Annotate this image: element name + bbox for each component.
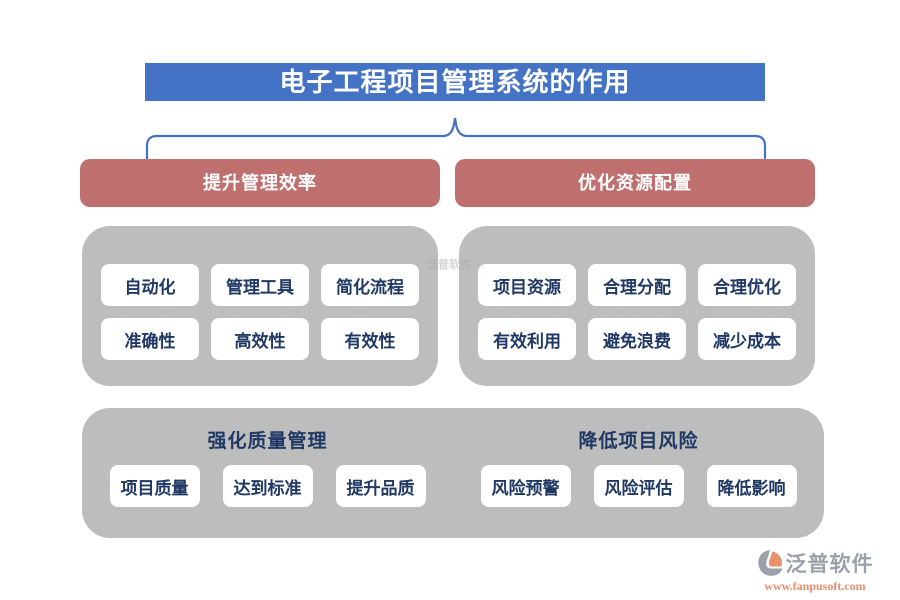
footer-brand: 泛普软件 www.fanpusoft.com <box>740 548 890 594</box>
branch-box-resources: 项目资源 合理分配 合理优化 有效利用 避免浪费 减少成本 <box>459 226 815 386</box>
feature-pill: 有效利用 <box>478 318 576 360</box>
branch-header-resources: 优化资源配置 <box>455 159 815 207</box>
feature-pill: 准确性 <box>101 318 199 360</box>
feature-pill: 简化流程 <box>321 264 419 306</box>
page-title: 电子工程项目管理系统的作用 <box>145 63 765 101</box>
feature-pill: 达到标准 <box>222 465 313 507</box>
brand-name: 泛普软件 <box>785 553 874 576</box>
feature-pill: 提升品质 <box>335 465 426 507</box>
feature-pill: 降低影响 <box>706 465 797 507</box>
pill-row: 自动化 管理工具 简化流程 <box>82 264 438 306</box>
brace-connector <box>145 117 767 162</box>
feature-pill: 减少成本 <box>698 318 796 360</box>
pill-row: 风险预警 风险评估 降低影响 <box>480 465 797 507</box>
bottom-box: 强化质量管理 项目质量 达到标准 提升品质 降低项目风险 风险预警 风险评估 降… <box>82 408 824 538</box>
feature-pill: 合理分配 <box>588 264 686 306</box>
section-heading: 降低项目风险 <box>578 431 699 452</box>
bottom-section-quality: 强化质量管理 项目质量 达到标准 提升品质 <box>82 408 453 538</box>
feature-pill: 自动化 <box>101 264 199 306</box>
feature-pill: 风险预警 <box>480 465 571 507</box>
bottom-section-risk: 降低项目风险 风险预警 风险评估 降低影响 <box>453 408 824 538</box>
feature-pill: 有效性 <box>321 318 419 360</box>
feature-pill: 项目质量 <box>109 465 200 507</box>
feature-pill: 管理工具 <box>211 264 309 306</box>
pill-row: 有效利用 避免浪费 减少成本 <box>459 318 815 360</box>
branch-box-efficiency: 自动化 管理工具 简化流程 准确性 高效性 有效性 <box>82 226 438 386</box>
branch-header-efficiency: 提升管理效率 <box>80 159 440 207</box>
pill-row: 项目质量 达到标准 提升品质 <box>109 465 426 507</box>
feature-pill: 项目资源 <box>478 264 576 306</box>
feature-pill: 高效性 <box>211 318 309 360</box>
section-heading: 强化质量管理 <box>207 431 328 452</box>
brand-url: www.fanpusoft.com <box>764 579 866 593</box>
pill-row: 项目资源 合理分配 合理优化 <box>459 264 815 306</box>
pill-row: 准确性 高效性 有效性 <box>82 318 438 360</box>
feature-pill: 风险评估 <box>593 465 684 507</box>
feature-pill: 避免浪费 <box>588 318 686 360</box>
feature-pill: 合理优化 <box>698 264 796 306</box>
brand-row: 泛普软件 <box>740 548 890 578</box>
fanpu-logo-icon <box>757 550 782 576</box>
